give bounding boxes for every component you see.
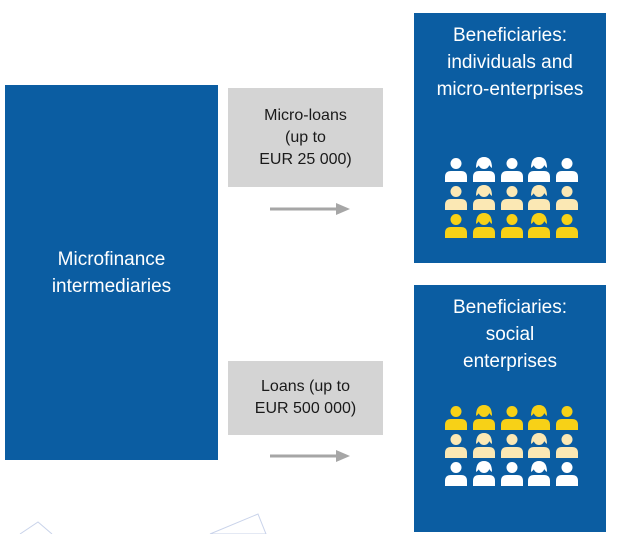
- person-male-icon: [556, 434, 578, 458]
- person-female-icon: [472, 461, 495, 486]
- person-female-icon: [472, 405, 495, 430]
- people-icon-row: [444, 212, 579, 240]
- person-male-icon: [445, 462, 467, 486]
- person-male-icon: [445, 186, 467, 210]
- person-male-icon: [500, 214, 523, 238]
- loans-line-1: Loans (up to: [261, 378, 350, 395]
- beneficiaries-individuals-line-1: Beneficiaries:: [452, 25, 568, 46]
- beneficiaries-social-line-1: Beneficiaries:: [452, 297, 568, 318]
- microfinance-intermediaries-line-1: Microfinance: [57, 248, 166, 270]
- microfinance-intermediaries-line-2: intermediaries: [51, 275, 172, 297]
- person-male-icon: [556, 406, 578, 430]
- person-female-icon: [472, 185, 495, 210]
- loans-line-2: EUR 500 000): [254, 400, 357, 417]
- beneficiaries-individuals-title: Beneficiaries: individuals and micro-ent…: [414, 22, 606, 103]
- micro-loans-line-3: EUR 25 000): [259, 150, 352, 168]
- arrow-right-icon: [270, 203, 350, 215]
- person-female-icon: [528, 461, 551, 486]
- person-female-icon: [528, 405, 551, 430]
- arrow-right-icon: [270, 450, 350, 462]
- loans-label: Loans (up to EUR 500 000): [228, 361, 383, 435]
- beneficiaries-social-line-2: social: [485, 324, 535, 345]
- people-icon-row: [444, 460, 579, 488]
- person-male-icon: [445, 214, 467, 238]
- person-male-icon: [556, 462, 578, 486]
- beneficiaries-social-title: Beneficiaries: social enterprises: [414, 294, 606, 375]
- person-female-icon: [472, 157, 495, 182]
- person-female-icon: [528, 213, 551, 238]
- person-male-icon: [556, 158, 578, 182]
- person-female-icon: [528, 433, 551, 458]
- micro-loans-line-2: (up to: [285, 128, 326, 146]
- micro-loans-line-1: Micro-loans: [264, 106, 347, 124]
- person-male-icon: [500, 158, 523, 182]
- person-male-icon: [556, 186, 578, 210]
- person-female-icon: [472, 213, 495, 238]
- beneficiaries-individuals-box: Beneficiaries: individuals and micro-ent…: [414, 13, 606, 263]
- person-male-icon: [500, 434, 523, 458]
- person-female-icon: [528, 185, 551, 210]
- person-male-icon: [500, 462, 523, 486]
- beneficiaries-individuals-line-2: individuals and: [447, 52, 573, 73]
- beneficiaries-individuals-line-3: micro-enterprises: [436, 79, 584, 100]
- person-male-icon: [445, 158, 467, 182]
- micro-loans-label: Micro-loans (up to EUR 25 000): [228, 88, 383, 187]
- people-icon-row: [444, 156, 579, 184]
- person-male-icon: [500, 186, 523, 210]
- person-male-icon: [556, 214, 578, 238]
- beneficiaries-social-box: Beneficiaries: social enterprises: [414, 285, 606, 532]
- person-male-icon: [445, 406, 467, 430]
- people-icon-row: [444, 184, 579, 212]
- person-male-icon: [500, 406, 523, 430]
- person-female-icon: [528, 157, 551, 182]
- person-female-icon: [472, 433, 495, 458]
- people-icon-row: [444, 432, 579, 460]
- person-male-icon: [445, 434, 467, 458]
- people-icon-row: [444, 404, 579, 432]
- people-icon-grid: [444, 156, 579, 240]
- people-icon-grid: [444, 404, 579, 488]
- beneficiaries-social-line-3: enterprises: [463, 351, 557, 372]
- microfinance-intermediaries-box: Microfinance intermediaries: [5, 85, 218, 460]
- decorative-outline-shape: [19, 513, 267, 534]
